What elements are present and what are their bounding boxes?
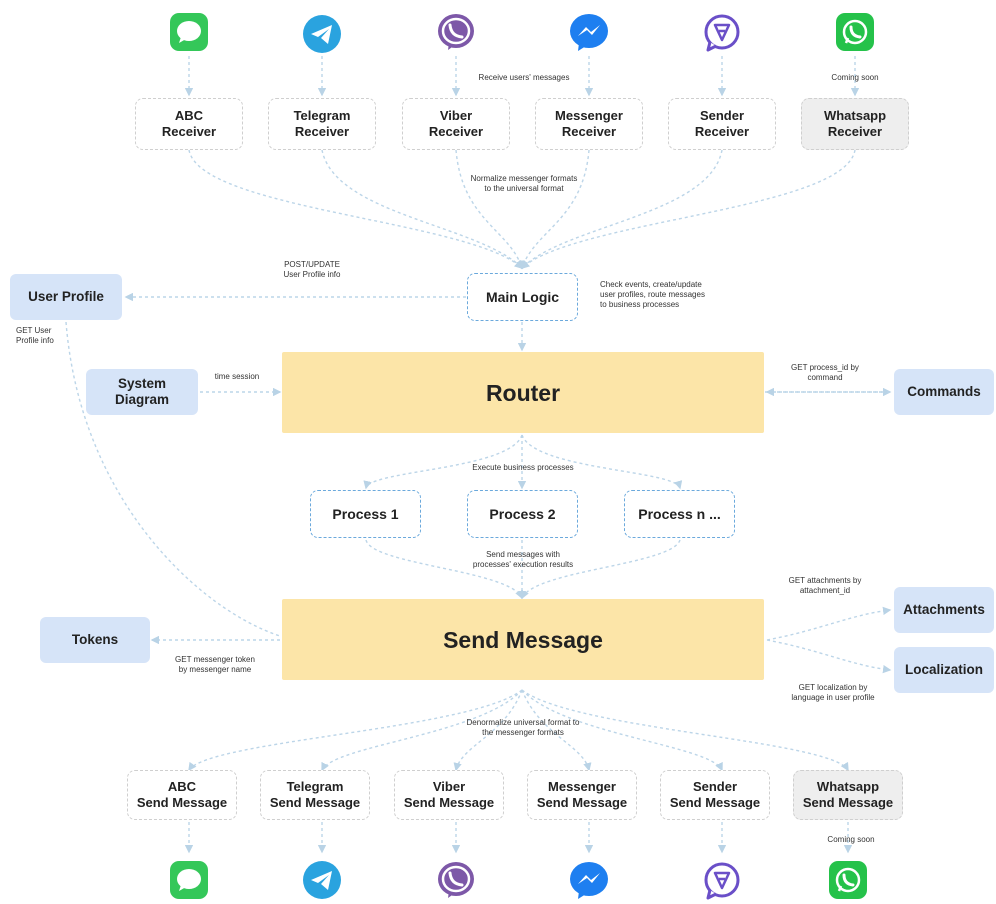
imessage-icon [169, 860, 209, 900]
coming-soon-top-note: Coming soon [831, 73, 879, 82]
whatsapp-receiver: Whatsapp Receiver [801, 98, 909, 150]
localization-store: Localization [894, 647, 994, 693]
sender-send-message: Sender Send Message [660, 770, 770, 820]
viber-icon [436, 12, 476, 52]
messenger-icon [569, 12, 609, 52]
denormalize-note: Denormalize universal format to the mess… [466, 718, 580, 737]
telegram-receiver: Telegram Receiver [268, 98, 376, 150]
process-1-node: Process 1 [310, 490, 421, 538]
commands-store: Commands [894, 369, 994, 415]
sender-icon [702, 860, 742, 900]
viber-send-message: Viber Send Message [394, 770, 504, 820]
system-diagram-store: System Diagram [86, 369, 198, 415]
execute-note: Execute business processes [472, 463, 574, 472]
sender-icon [702, 12, 742, 52]
get-token-note: GET messenger token by messenger name [175, 655, 255, 674]
main-logic-node: Main Logic [467, 273, 578, 321]
messenger-receiver: Messenger Receiver [535, 98, 643, 150]
imessage-icon [169, 12, 209, 52]
get-user-note: GET User Profile info [16, 326, 54, 345]
attachments-store: Attachments [894, 587, 994, 633]
get-attachments-note: GET attachments by attachment_id [788, 576, 862, 595]
telegram-icon [302, 14, 342, 54]
viber-icon [436, 860, 476, 900]
get-localization-note: GET localization by language in user pro… [791, 683, 875, 702]
viber-receiver: Viber Receiver [402, 98, 510, 150]
whatsapp-icon [828, 860, 868, 900]
messenger-icon [569, 860, 609, 900]
process-n-node: Process n ... [624, 490, 735, 538]
telegram-send-message: Telegram Send Message [260, 770, 370, 820]
user-profile-store: User Profile [10, 274, 122, 320]
send-results-note: Send messages with processes' execution … [472, 550, 574, 569]
router-node: Router [282, 352, 764, 433]
send-message-node: Send Message [282, 599, 764, 680]
whatsapp-icon [835, 12, 875, 52]
telegram-icon [302, 860, 342, 900]
check-events-note: Check events, create/update user profile… [600, 280, 705, 309]
process-2-node: Process 2 [467, 490, 578, 538]
get-process-note: GET process_id by command [791, 363, 859, 382]
messenger-send-message: Messenger Send Message [527, 770, 637, 820]
normalize-note: Normalize messenger formats to the unive… [470, 174, 578, 193]
sender-receiver: Sender Receiver [668, 98, 776, 150]
abc-send-message: ABC Send Message [127, 770, 237, 820]
receive-note: Receive users' messages [478, 73, 570, 82]
tokens-store: Tokens [40, 617, 150, 663]
post-update-note: POST/UPDATE User Profile info [283, 260, 341, 279]
abc-receiver: ABC Receiver [135, 98, 243, 150]
coming-soon-bottom-note: Coming soon [827, 835, 875, 844]
time-session-note: time session [214, 372, 260, 381]
whatsapp-send-message: Whatsapp Send Message [793, 770, 903, 820]
